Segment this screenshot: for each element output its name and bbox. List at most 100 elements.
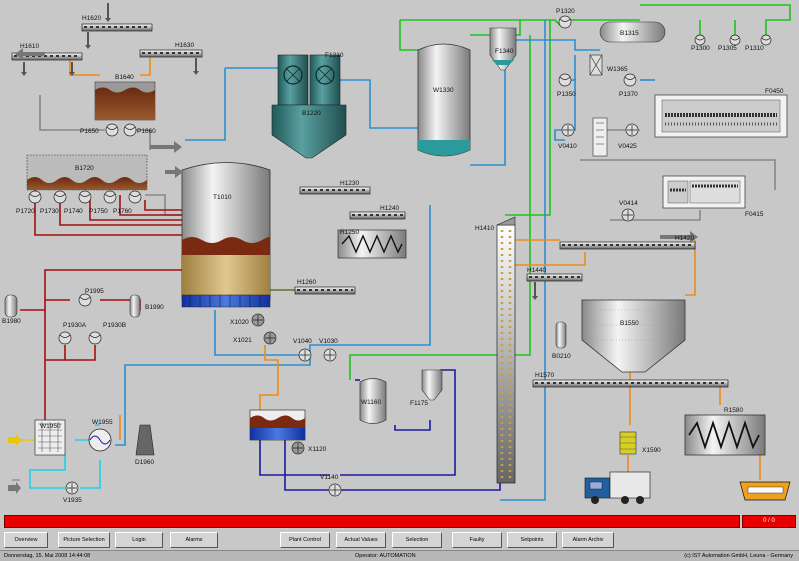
vessel-W1330[interactable]	[417, 43, 471, 157]
container[interactable]	[739, 481, 791, 501]
label-B1315: B1315	[620, 30, 639, 37]
label-P1660: P1660	[137, 128, 156, 135]
filter-F0415[interactable]	[662, 175, 746, 209]
conveyor-H1420[interactable]	[559, 241, 696, 250]
label-H1240: H1240	[380, 205, 400, 212]
pump-P1750[interactable]	[103, 190, 117, 204]
valve-V0410[interactable]	[561, 123, 575, 137]
nav-alarm-archiv-button[interactable]: Alarm Archiv	[562, 532, 614, 548]
label-W1950: W1950	[40, 423, 61, 430]
pump-P1930A[interactable]	[58, 331, 72, 345]
pump-P1720[interactable]	[28, 190, 42, 204]
conveyor-H1230[interactable]	[299, 186, 371, 195]
label-R1580: R1580	[724, 407, 744, 414]
rotary-valve-X1020[interactable]	[251, 313, 265, 327]
pump-P1660[interactable]	[123, 123, 137, 137]
rotary-valve-X1021[interactable]	[263, 331, 277, 345]
label-H1410: H1410	[475, 225, 495, 232]
pump-P1930B[interactable]	[88, 331, 102, 345]
pump-P1995[interactable]	[78, 293, 92, 307]
cylinder-B0210[interactable]	[555, 321, 567, 349]
nav-login-button[interactable]: Login	[115, 532, 163, 548]
label-P1370: P1370	[619, 91, 638, 98]
valve-V1935[interactable]	[65, 481, 79, 495]
pump-P1350[interactable]	[558, 73, 572, 87]
equipment-labels: H1610 H1620 H1630 B1640 P1650 P1660 B172…	[2, 8, 784, 504]
chimney-D1960[interactable]	[135, 424, 155, 456]
pump-P1730[interactable]	[53, 190, 67, 204]
label-B1550: B1550	[620, 320, 639, 327]
bin-B1640[interactable]	[94, 81, 156, 121]
flow-arrows	[11, 48, 698, 492]
nav-selection-button[interactable]: Selection	[392, 532, 442, 548]
exchanger-W1955[interactable]	[88, 428, 112, 452]
process-diagram: H1610 H1620 H1630 B1640 P1650 P1660 B172…	[2, 3, 791, 504]
label-P1730: P1730	[40, 208, 59, 215]
nav-setpoints-button[interactable]: Setpoints	[507, 532, 557, 548]
pump-P1370[interactable]	[623, 73, 637, 87]
pump-P1760[interactable]	[128, 190, 142, 204]
pump-P1740[interactable]	[78, 190, 92, 204]
valve-V1040[interactable]	[298, 348, 312, 362]
label-H1570: H1570	[535, 372, 555, 379]
alarm-line[interactable]	[4, 515, 740, 528]
pump-P1300[interactable]	[694, 34, 706, 46]
valve-V0425[interactable]	[625, 123, 639, 137]
conveyor-H1630[interactable]	[139, 49, 203, 75]
label-P1305: P1305	[718, 45, 737, 52]
valve-V0414[interactable]	[621, 208, 635, 222]
label-V0414: V0414	[619, 200, 638, 207]
nav-plant-control-button[interactable]: Plant Control	[280, 532, 330, 548]
bin-B1720[interactable]	[26, 154, 148, 191]
label-X1020: X1020	[230, 319, 249, 326]
filter-F1175[interactable]	[421, 369, 443, 401]
label-P1650: P1650	[80, 128, 99, 135]
crusher-X1590[interactable]	[619, 431, 637, 455]
cylinder-B1980[interactable]	[4, 294, 18, 318]
silo-B1220[interactable]	[271, 54, 347, 159]
status-operator: Operator: AUTOMATION	[355, 553, 416, 559]
bin-B1550[interactable]	[581, 299, 686, 373]
rotary-valve-X1120[interactable]	[291, 441, 305, 455]
conveyor-H1610[interactable]	[11, 52, 83, 76]
vessel-W1160[interactable]	[359, 378, 387, 424]
label-P1350: P1350	[557, 91, 576, 98]
valve-V1140[interactable]	[328, 483, 342, 497]
label-B1720: B1720	[75, 165, 94, 172]
pump-P1305[interactable]	[729, 34, 741, 46]
label-P1930B: P1930B	[103, 322, 126, 329]
tank-T1010[interactable]	[181, 162, 271, 308]
pump-P1320[interactable]	[558, 15, 572, 29]
elevator-H1410[interactable]	[496, 216, 516, 484]
reactor-R1580[interactable]	[684, 414, 766, 456]
nav-alarms-button[interactable]: Alarms	[170, 532, 218, 548]
conveyor-H1240[interactable]	[349, 211, 406, 220]
nav-picture-selection-button[interactable]: Picture Selection	[58, 532, 110, 548]
exchanger-W1950[interactable]	[34, 419, 66, 456]
cylinder-B1990[interactable]	[129, 294, 141, 318]
conveyor-H1440[interactable]	[526, 273, 583, 300]
truck[interactable]	[584, 471, 651, 504]
conveyor-H1620[interactable]	[81, 3, 153, 49]
label-W1955: W1955	[92, 419, 113, 426]
tank-B1315[interactable]	[599, 21, 666, 43]
filter-F0450[interactable]	[654, 94, 788, 138]
label-W1365: W1365	[607, 66, 628, 73]
nav-overview-button[interactable]: Overview	[4, 532, 48, 548]
pump-P1650[interactable]	[105, 123, 119, 137]
nav-faulty-button[interactable]: Faulty	[452, 532, 502, 548]
mixer-tank[interactable]	[249, 409, 306, 441]
pump-P1310[interactable]	[760, 34, 772, 46]
conveyor-H1570[interactable]	[532, 379, 729, 388]
valve-V1030[interactable]	[323, 348, 337, 362]
exchanger-W1365[interactable]	[589, 54, 603, 76]
label-B1990: B1990	[145, 304, 164, 311]
filter-F1340[interactable]	[489, 27, 517, 71]
nav-actual-values-button[interactable]: Actual Values	[336, 532, 386, 548]
label-H1620: H1620	[82, 15, 102, 22]
reactor-R1250[interactable]	[337, 229, 407, 259]
conveyor-H1260[interactable]	[294, 286, 356, 295]
label-P1750: P1750	[89, 208, 108, 215]
label-P1995: P1995	[85, 288, 104, 295]
